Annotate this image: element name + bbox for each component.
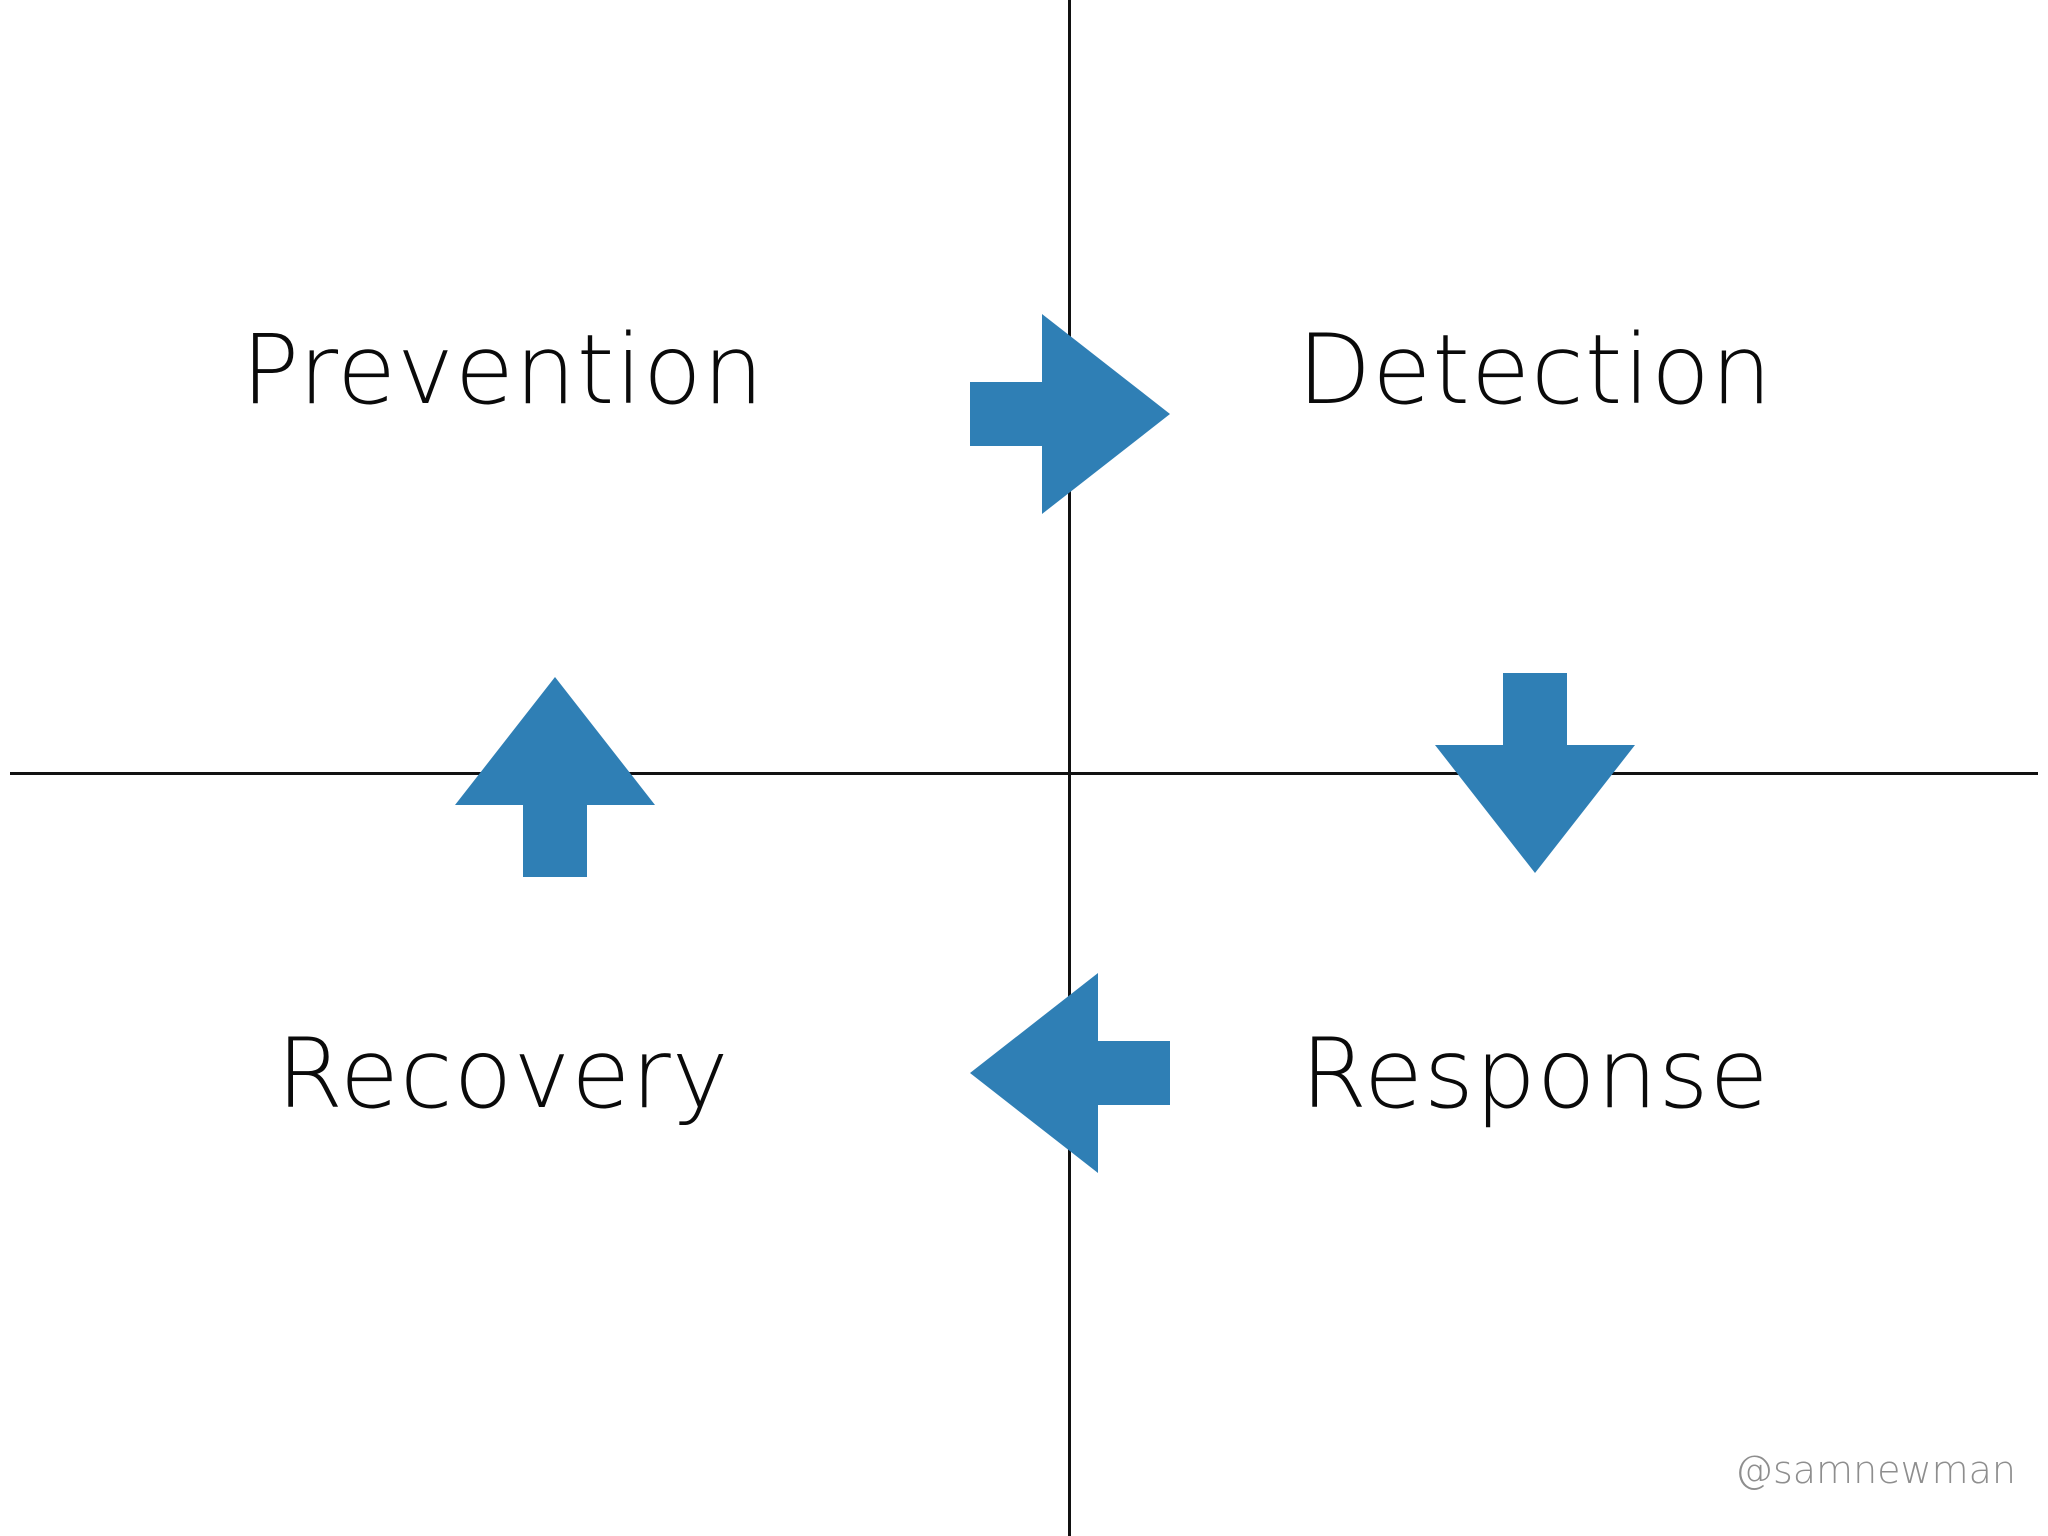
arrow-down-icon xyxy=(1435,673,1635,873)
quadrant-label-response: Response xyxy=(1300,1018,1770,1130)
horizontal-axis-line xyxy=(10,772,2038,775)
author-handle: @samnewman xyxy=(1734,1448,2016,1492)
quadrant-label-prevention: Prevention xyxy=(241,314,765,426)
quadrant-label-detection: Detection xyxy=(1297,314,1773,426)
vertical-axis-line xyxy=(1068,0,1071,1536)
arrow-up-icon xyxy=(455,677,655,877)
arrow-left-icon xyxy=(970,973,1170,1173)
quadrant-label-recovery: Recovery xyxy=(276,1018,730,1130)
arrow-right-icon xyxy=(970,314,1170,514)
